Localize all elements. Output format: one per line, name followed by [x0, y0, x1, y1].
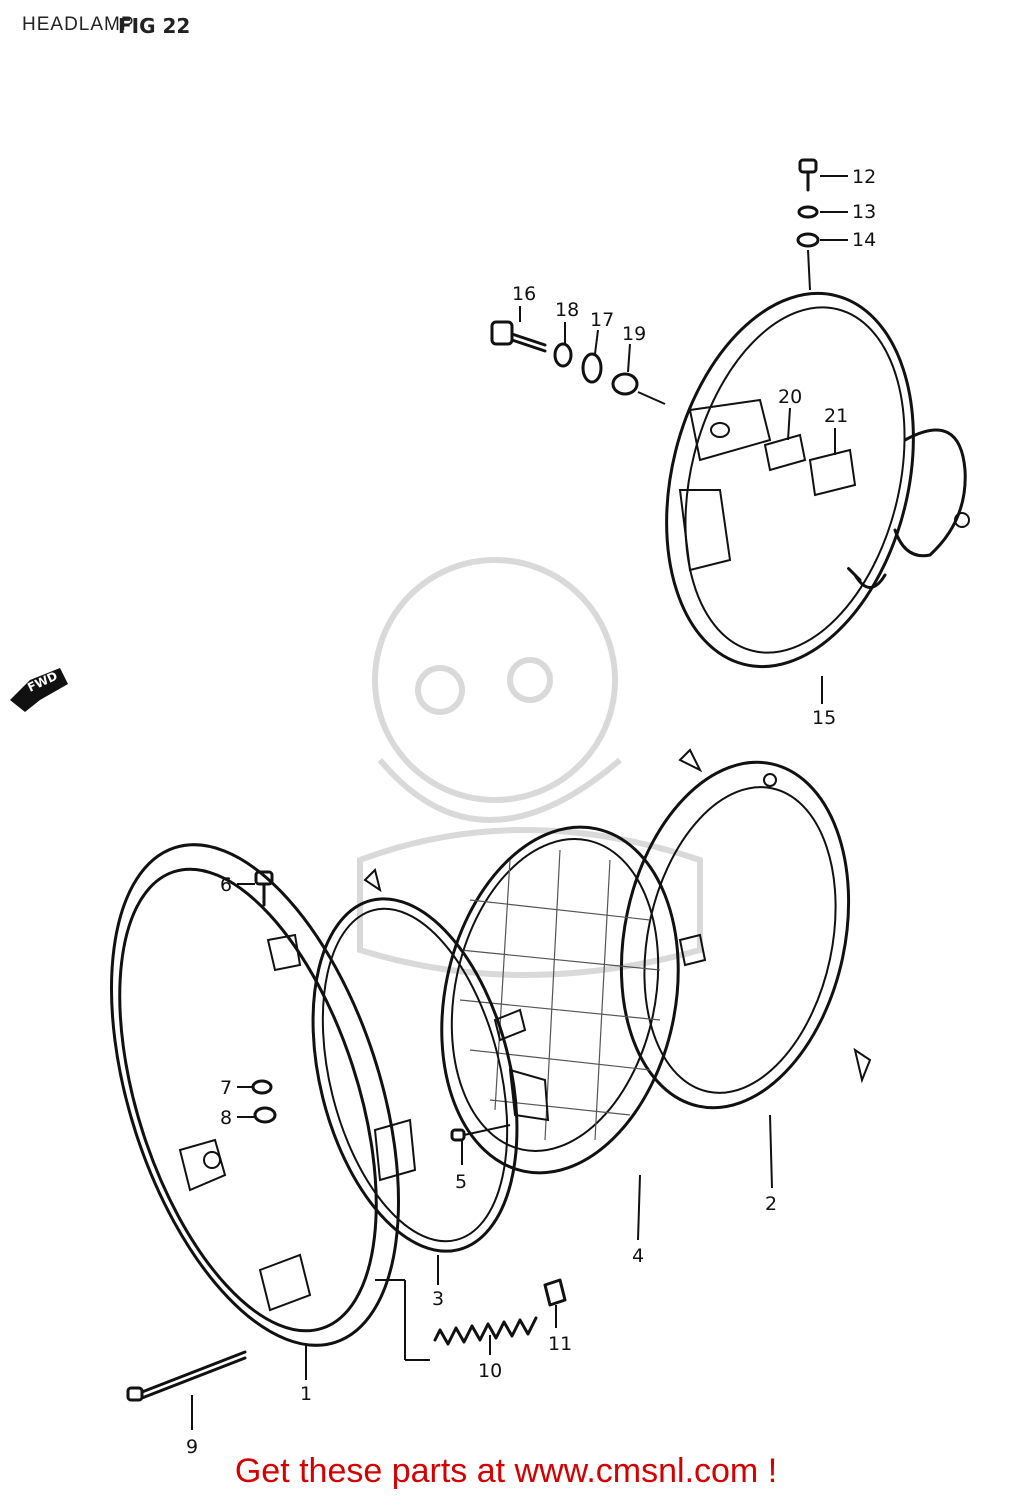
callout-20: 20: [778, 386, 802, 408]
callout-6: 6: [220, 874, 232, 896]
footer-link-text[interactable]: Get these parts at www.cmsnl.com !: [234, 1452, 778, 1490]
callout-15: 15: [812, 707, 836, 729]
housing-part-15: [665, 291, 970, 669]
callout-2: 2: [765, 1193, 777, 1215]
watermark-logo: [357, 557, 703, 978]
callout-5: 5: [455, 1171, 467, 1193]
callout-19: 19: [622, 323, 646, 345]
screw-stack-12-14: [796, 158, 820, 291]
retaining-ring-part-3: [311, 868, 550, 1253]
figure-number: FIG 22: [118, 14, 191, 38]
callout-13: 13: [852, 201, 876, 223]
callout-8: 8: [220, 1107, 232, 1129]
rim-part-1: [110, 843, 400, 1347]
callout-3: 3: [432, 1288, 444, 1310]
forward-direction-marker: FWD: [10, 668, 68, 712]
callout-11: 11: [548, 1333, 572, 1355]
callout-4: 4: [632, 1245, 644, 1267]
adjuster-9-11: [126, 1278, 567, 1402]
diagram-title: HEADLAMP: [22, 14, 135, 35]
callout-10: 10: [478, 1360, 502, 1382]
callout-1: 1: [300, 1383, 312, 1405]
callout-14: 14: [852, 229, 876, 251]
leader-lines: [191, 175, 848, 1430]
callout-18: 18: [555, 299, 579, 321]
bolt-assembly-16-19: [490, 320, 666, 405]
callout-21: 21: [824, 405, 848, 427]
callout-16: 16: [512, 283, 536, 305]
callout-17: 17: [590, 309, 614, 331]
mounting-ring-part-2: [619, 748, 872, 1110]
callout-12: 12: [852, 166, 876, 188]
callout-labels: 1 2 3 4 5 6 7 8 9 10 11 12 13 14 15 16 1…: [186, 166, 876, 1458]
callout-9: 9: [186, 1436, 198, 1458]
small-screws-5-8: [251, 870, 511, 1142]
callout-7: 7: [220, 1077, 232, 1099]
sealed-beam-part-4: [440, 825, 707, 1175]
